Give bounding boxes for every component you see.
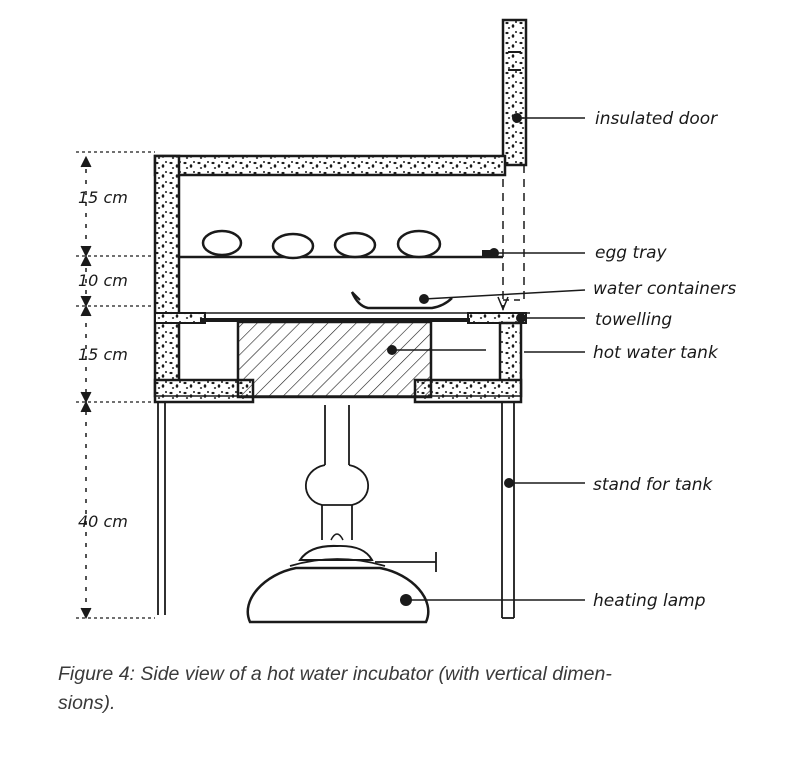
- label-egg-tray: egg tray: [595, 243, 668, 263]
- figure-caption: Figure 4: Side view of a hot water incub…: [58, 660, 758, 718]
- label-water-containers: water containers: [593, 279, 736, 299]
- insulated-door: [501, 18, 528, 167]
- label-stand-for-tank: stand for tank: [593, 475, 714, 495]
- stand-legs: [157, 402, 515, 619]
- label-heating-lamp: heating lamp: [593, 591, 706, 611]
- dimension-tank-section: 15 cm: [78, 345, 128, 364]
- hot-water-tank: [236, 320, 433, 399]
- dimension-top-section: 15 cm: [78, 188, 128, 207]
- dimension-stand-height: 40 cm: [78, 512, 128, 531]
- leader-lines: [387, 113, 586, 606]
- label-hot-water-tank: hot water tank: [593, 343, 719, 363]
- label-towelling: towelling: [595, 310, 672, 330]
- dimension-lines: [76, 151, 155, 620]
- towelling: [154, 312, 530, 324]
- water-container: [350, 291, 453, 310]
- heating-lamp: [246, 405, 437, 624]
- caption-line-2: sions).: [58, 692, 116, 714]
- insulated-roof: [153, 154, 507, 177]
- caption-line-1: Figure 4: Side view of a hot water incub…: [58, 663, 612, 685]
- door-swing-dashed: [497, 165, 525, 311]
- label-insulated-door: insulated door: [595, 109, 718, 129]
- egg-tray: [179, 229, 503, 260]
- insulated-left-wall: [153, 154, 181, 398]
- dimension-egg-section: 10 cm: [78, 271, 128, 290]
